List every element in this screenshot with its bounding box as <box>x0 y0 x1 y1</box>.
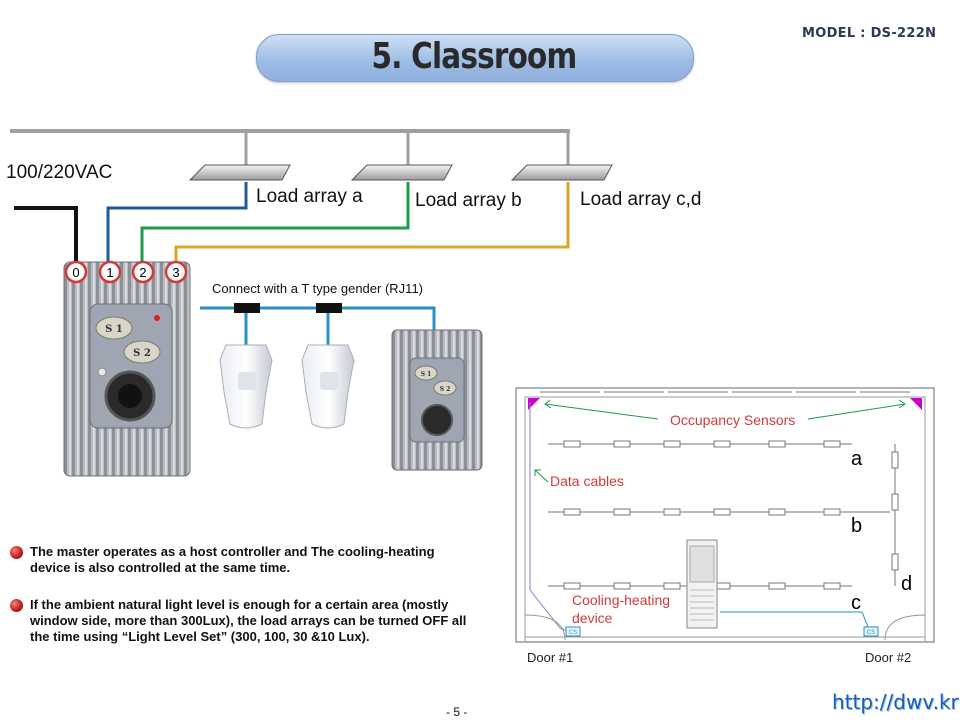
data-cable-rj11 <box>200 303 436 345</box>
row-label-c: c <box>851 592 861 614</box>
lamp-marker <box>563 440 581 448</box>
lamp-marker <box>613 582 631 590</box>
slave-switch-label-s1: S 1 <box>421 371 432 378</box>
lamp-marker <box>563 582 581 590</box>
lamp-marker <box>613 440 631 448</box>
lamp-marker <box>663 508 681 516</box>
cs-label-1: CS <box>569 630 577 636</box>
bullet-icon <box>10 599 23 612</box>
door-2-label: Door #2 <box>865 650 912 665</box>
load-array-cd-label: Load array c,d <box>580 189 702 210</box>
lamp-marker <box>768 582 786 590</box>
rj11-connect-label: Connect with a T type gender (RJ11) <box>212 281 424 296</box>
ceiling-bus <box>10 129 570 165</box>
wire-load-a <box>106 182 248 262</box>
terminal-0: 0 <box>72 265 79 280</box>
lamp-fixture-cd <box>510 164 613 181</box>
terminal-markers: 0 1 2 3 <box>64 260 188 284</box>
website-link[interactable]: http://dwv.kr <box>832 690 959 714</box>
occupancy-sensor-1 <box>219 344 273 429</box>
note-master-controller: The master operates as a host controller… <box>30 544 435 575</box>
note-light-level: If the ambient natural light level is en… <box>30 597 467 644</box>
lamp-marker <box>563 508 581 516</box>
load-array-a-label: Load array a <box>256 186 363 207</box>
slave-switch-label-s2: S 2 <box>440 386 451 393</box>
data-cables-label: Data cables <box>550 473 624 489</box>
lamp-marker <box>768 440 786 448</box>
cooling-label-line1: Cooling-heating <box>572 592 671 608</box>
lamp-fixture-b <box>350 164 453 181</box>
page-title: 5. Classroom <box>371 36 578 77</box>
terminal-3: 3 <box>172 265 179 280</box>
cooling-label-line2: device <box>572 610 613 626</box>
supply-label: 100/220VAC <box>6 162 113 183</box>
occupancy-sensor-2 <box>301 344 355 429</box>
occupancy-sensors-label: Occupancy Sensors <box>670 412 796 428</box>
row-label-d: d <box>901 573 913 595</box>
floor-plan <box>515 387 935 643</box>
wire-supply <box>14 206 78 262</box>
model-label: MODEL : DS-222N <box>802 26 937 41</box>
lamp-marker <box>663 440 681 448</box>
bullet-icon <box>10 546 23 559</box>
row-label-b: b <box>851 515 863 537</box>
lamp-marker <box>613 508 631 516</box>
lamp-marker <box>663 582 681 590</box>
lamp-marker <box>713 508 731 516</box>
switch-label-s1: S 1 <box>105 324 123 335</box>
slave-controller <box>391 329 483 471</box>
lamp-marker <box>713 440 731 448</box>
door-1-label: Door #1 <box>527 650 574 665</box>
lamp-fixture-a <box>188 164 291 181</box>
terminal-2: 2 <box>139 265 146 280</box>
lamp-marker <box>823 440 841 448</box>
lamp-marker <box>768 508 786 516</box>
load-array-b-label: Load array b <box>415 190 522 211</box>
wire-load-b <box>140 182 410 262</box>
terminal-1: 1 <box>106 265 113 280</box>
row-label-a: a <box>851 448 863 470</box>
lamp-marker <box>891 553 899 571</box>
title-banner <box>256 34 694 82</box>
lamp-marker <box>891 451 899 469</box>
lamp-marker <box>823 582 841 590</box>
switch-label-s2: S 2 <box>133 348 151 359</box>
wire-load-cd <box>174 182 570 262</box>
lamp-marker <box>891 493 899 511</box>
lamp-marker <box>823 508 841 516</box>
master-controller <box>63 261 191 477</box>
cs-label-2: CS <box>867 630 875 636</box>
page-number: - 5 - <box>446 705 468 719</box>
